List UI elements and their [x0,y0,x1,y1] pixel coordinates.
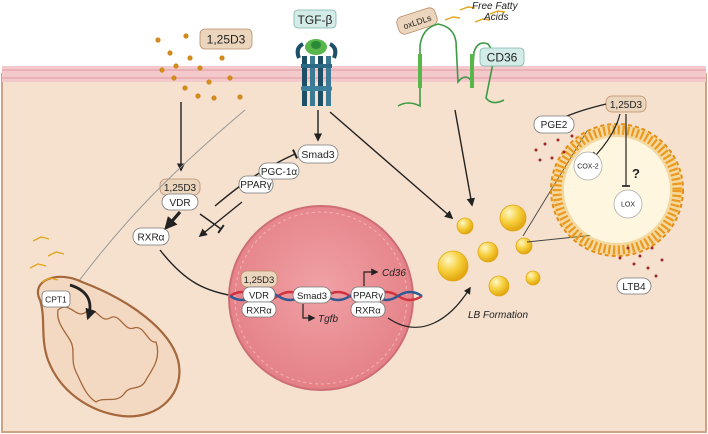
inhibit-to-cpt [68,109,246,293]
lipid-droplets [437,204,541,297]
arrow-nucleus-to-lb [387,286,471,328]
mitochondrion [36,275,181,418]
tgfb-receptor [295,39,338,106]
smad3-cyto-text: Smad3 [301,149,334,161]
cell-membrane [2,66,706,82]
mito-fatty-acids [29,236,65,283]
cox2-text: COX-2 [577,164,599,171]
inhibit-vdr-to-ppar [199,213,225,234]
tgfb-text: TGF-β [298,13,333,27]
smad3-nuc-box [292,286,332,304]
cd36-receptor-text: CD36 [487,51,518,65]
cox2-enzyme [573,151,603,181]
arrow-tgfb-to-lb [329,111,454,220]
ppar-cyto-box [238,175,274,194]
ffa-text-2: Acids [483,12,508,23]
rxr-cyto-text: RXRα [138,233,165,244]
vitd-lb-text: 1,25D3 [610,100,643,111]
vitd-nuc-text: 1,25D3 [244,275,275,286]
tgfb-label-box [293,9,337,29]
tgfb-gene-text: Tgfb [318,314,338,325]
inhibit-vitd-to-cox2 [592,113,621,159]
pge2-box [533,115,575,134]
ppar-nuc-text: PPARγ [353,291,383,302]
pge2-text: PGE2 [541,120,568,131]
oxldl-label-box [396,7,438,35]
cpt-text: CPT1 [45,295,67,305]
vitamin-d-particles [155,33,243,101]
lb-formation-text: LB Formation [468,310,528,321]
cd36-gene-text: Cd36 [382,268,406,279]
cd36-receptor [397,23,505,108]
vdr-cyto-box [161,193,199,211]
rxr-cyto-box [132,227,170,246]
vitd-outside-text: 1,25D3 [207,33,246,47]
arrow-cd36-gene [363,268,379,286]
vdr-cyto-text: VDR [169,198,190,209]
ltb4-box [616,277,652,295]
arrow-vdr-to-rxr [164,210,182,230]
lipid-body-detail [550,123,684,257]
ffa-text-1: Free Fatty [472,1,519,12]
pgc-box [258,162,300,180]
smad3-nuc-text: Smad3 [297,291,327,302]
lox-text: LOX [621,202,635,209]
rxr-nuc1-text: RXRα [246,306,272,317]
cpt-box [41,290,71,308]
pgc-text: PGC-1α [261,167,298,178]
arrow-fa-into-mito [69,283,97,321]
vdr-nuc-text: VDR [249,291,269,302]
fatty-acid-chains [444,6,506,23]
cd36-label-box [479,47,525,67]
arrow-cd36-to-lb [454,109,475,207]
arrow-ppar-to-rxr [198,201,243,238]
rxr-nuc2-box [350,301,386,318]
vitd-cyto-text: 1,25D3 [164,183,197,194]
arrow-tgfb-gene [302,304,316,322]
unknown-mark: ? [632,166,640,181]
rxr-nuc1-box [241,301,277,318]
lox-enzyme [613,189,643,219]
smad3-cyto-box [297,144,339,164]
ltb4-text: LTB4 [622,282,646,293]
rxr-nuc2-text: RXRα [355,306,381,317]
vitd-label-outside [199,28,253,50]
ppar-cyto-text: PPARγ [240,180,272,191]
